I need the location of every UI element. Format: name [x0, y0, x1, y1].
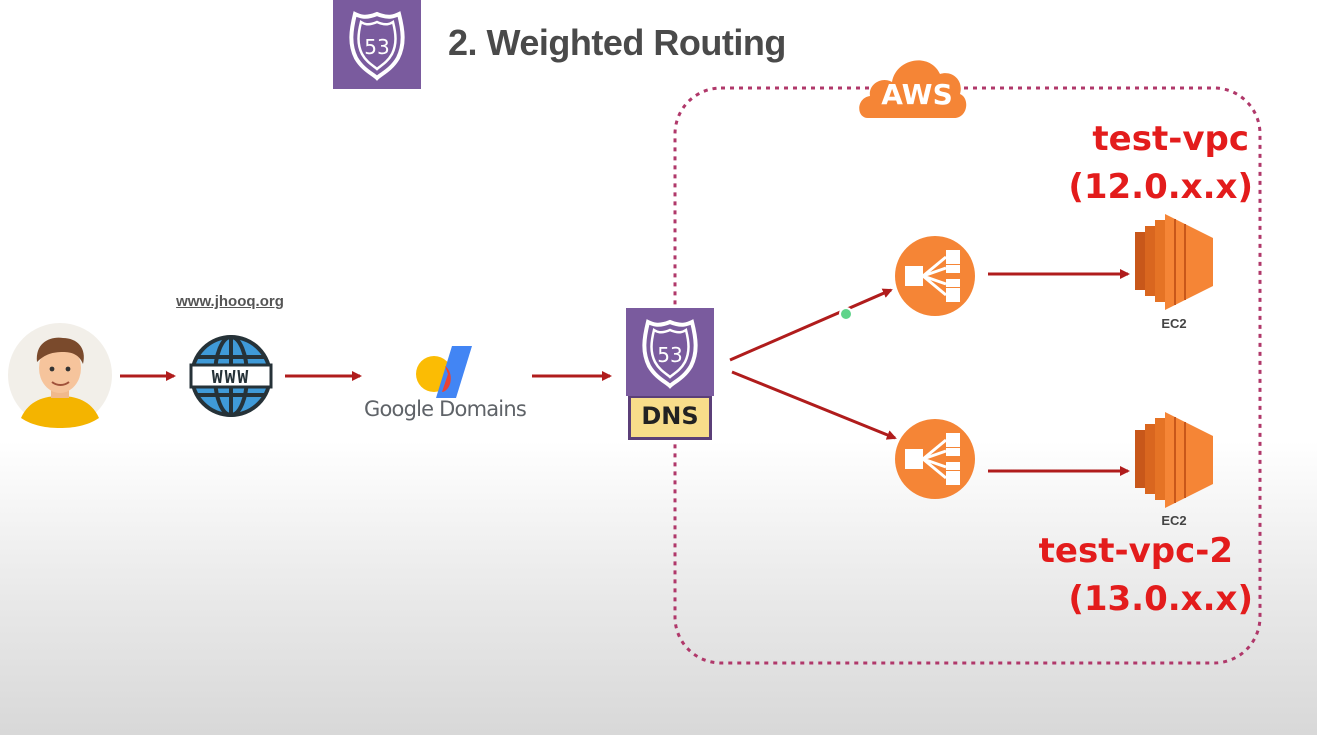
title-shield-badge: 53 [364, 35, 389, 59]
vpc-name-2: test-vpc-2 [1038, 531, 1233, 571]
ec2-label-1: EC2 [1161, 316, 1187, 331]
page-title: 2. Weighted Routing [448, 22, 786, 63]
url-label: www.jhooq.org [176, 293, 284, 310]
route53-shield-icon: 53 [626, 308, 714, 396]
arrow-route53-to-elb-2 [731, 370, 897, 440]
vpc-name-1: test-vpc [1092, 119, 1249, 159]
load-balancer-icon-2 [894, 418, 976, 500]
cursor-indicator [839, 307, 853, 321]
aws-cloud-icon [854, 46, 970, 124]
dns-label-box [628, 396, 712, 440]
vpc-cidr-2: (13.0.x.x) [1068, 579, 1253, 619]
aws-label: AWS [881, 78, 953, 111]
google-domains-label: Google Domains [364, 397, 527, 421]
load-balancer-icon-1 [894, 235, 976, 317]
dns-label: DNS [641, 402, 699, 430]
www-globe-icon: WWW [189, 333, 273, 419]
arrow-route53-to-elb-1 [729, 288, 893, 362]
vpc-cidr-1: (12.0.x.x) [1068, 167, 1253, 207]
www-text: WWW [212, 367, 251, 388]
user-avatar-icon [7, 322, 113, 428]
title-route53-icon: 53 [333, 0, 421, 89]
route53-badge: 53 [657, 343, 682, 367]
ec2-instance-icon-1 [1135, 214, 1215, 310]
ec2-label-2: EC2 [1161, 513, 1187, 528]
google-domains-icon [412, 344, 476, 400]
ec2-instance-icon-2 [1135, 412, 1215, 508]
